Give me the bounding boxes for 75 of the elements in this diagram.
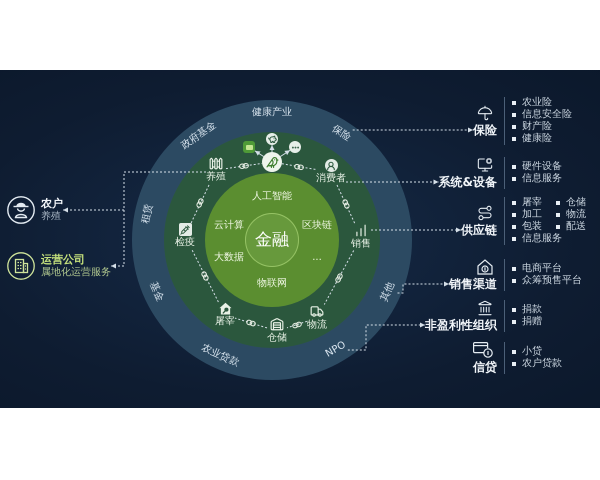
list-item: 加工 [512,209,542,221]
ring-label: 政府基金 [179,120,219,152]
tech-label: ... [312,252,322,264]
list-item: 健康险 [512,133,552,145]
center-circle [245,213,299,267]
category-title: 供应链 [461,223,497,237]
list-item: 屠宰 [512,197,542,209]
ring-label: NPO [323,339,348,361]
party-subtitle: 属地化运营服务 [41,267,111,279]
list-item: 仓储 [556,197,586,209]
stage-label: 物流 [307,320,327,332]
category-title: 信贷 [473,360,497,374]
dashed-line [234,318,268,328]
dashed-line [324,250,354,305]
list-item: 众筹预售平台 [512,275,582,287]
ring-label: 其他 [378,280,398,304]
tech-label: 人工智能 [252,191,292,203]
list-item: 配送 [556,221,586,233]
dashed-line [190,183,210,224]
list-item: 电商平台 [512,263,562,275]
dashed-line [286,320,308,328]
piggy-bank-icon [266,133,278,145]
list-item: 信息服务 [512,173,562,185]
tech-label: 物联网 [257,278,287,290]
dashed-arrow [347,322,426,350]
box-icon [243,141,255,153]
stage-label: 养殖 [206,172,226,184]
dashed-arrow [346,180,439,184]
party-title: 农户 [41,197,63,210]
stage-label: 检疫 [175,237,195,249]
list-item: 信息服务 [512,233,562,245]
list-item: 物流 [556,209,586,221]
party-subtitle: 养殖 [41,211,61,223]
list-item: 信息安全险 [512,109,572,121]
ring-label: 基金 [146,280,166,304]
tech-label: 区块链 [302,220,332,232]
list-item: 硬件设备 [512,161,562,173]
arrow [254,150,264,157]
dashed-line [281,163,316,170]
dashed-arrow [352,128,474,132]
ring-label: 农业贷款 [199,342,241,370]
dashed-line [336,184,356,224]
stage-label: 销售 [351,238,371,250]
dashed-arrow [397,282,450,294]
category-title: 非盈利性组织 [425,318,497,332]
list-item: 捐款 [512,304,542,316]
list-item: 小贷 [512,346,542,358]
list-item: 包装 [512,221,542,233]
tech-label: 大数据 [214,252,244,264]
ring-label: 健康产业 [252,107,292,119]
list-item: 财产险 [512,121,552,133]
category-title: 系统&设备 [438,175,497,189]
tech-label: 云计算 [214,220,244,232]
arrow [270,144,274,152]
ring-label: 保险 [329,123,353,144]
dashed-arrow [62,208,124,212]
dashed-arrow [370,228,462,232]
category-title: 销售渠道 [449,277,497,291]
dashed-line [226,162,263,170]
ring-label: 租赁 [140,202,156,226]
center-label: 金融 [255,230,289,250]
party-title: 运营公司 [41,253,85,266]
stage-label: 消费者 [316,173,346,185]
dashed-line [124,172,206,210]
ellipsis-icon [289,141,301,153]
category-title: 保险 [473,123,497,137]
dashed-arrow [110,210,124,268]
list-item: 农户贷款 [512,358,562,370]
stage-label: 仓储 [267,332,287,344]
arrow [280,150,290,157]
list-item: 捐赠 [512,316,542,328]
bird-icon [262,152,282,172]
stage-label: 屠宰 [215,316,235,328]
dashed-line [191,248,219,302]
list-item: 农业险 [512,97,552,109]
